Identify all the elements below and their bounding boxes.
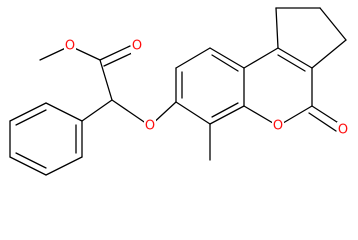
atom-label-ester-carbonyl-o: O: [132, 39, 142, 54]
bond-c2-carbonyl-o: [311, 105, 341, 125]
bond-carbonyl-c-alpha: [99, 59, 113, 101]
bond-bz-5: [209, 105, 245, 125]
molecule-drawing: O O O O O: [9, 7, 349, 176]
atom-ring-oxygen: O: [272, 118, 284, 134]
bond-bz-6: [175, 101, 211, 125]
bond-cp-4: [311, 39, 347, 69]
bond-c4-c4a: [243, 47, 279, 69]
bond-alpha-ether-o: [111, 99, 151, 127]
bond-bz-2: [175, 47, 211, 69]
atom-lactone-carbonyl-oxygen: O: [337, 122, 349, 138]
atom-ester-carbonyl-oxygen: O: [131, 38, 143, 54]
bond-lactone-c-eq-o-2: [308, 112, 337, 132]
bond-ester-c-eq-o: [99, 45, 131, 61]
bond-layer: [9, 7, 347, 176]
bond-bz-double-c: [211, 102, 239, 118]
bond-c3-c4-double: [277, 54, 306, 72]
bond-alpha-phenyl: [81, 99, 113, 122]
bond-ph-1: [45, 102, 83, 122]
atom-label-ester-methoxy-o: O: [65, 39, 75, 54]
bond-cp-1: [275, 7, 279, 49]
atom-label-layer: O O O O O: [64, 38, 349, 138]
atom-label-lactone-carbonyl-o: O: [338, 123, 348, 138]
bond-ph-double-a: [15, 109, 47, 126]
atom-ester-methoxy-oxygen: O: [64, 38, 76, 54]
bond-ph-double-b: [15, 152, 47, 169]
double-bond-layer: [15, 45, 337, 169]
bond-cp-3: [319, 7, 347, 41]
bond-bz-double-b: [211, 54, 239, 72]
atom-label-ring-o: O: [273, 119, 283, 134]
bond-ph-5: [45, 156, 83, 176]
bond-ester-c-eq-o-2: [103, 52, 133, 67]
atom-label-ether-o: O: [145, 119, 155, 134]
bond-bz-3: [209, 47, 245, 69]
atom-ether-oxygen: O: [144, 118, 156, 134]
structure-canvas: O O O O O: [9, 7, 349, 176]
bond-c3-c4: [277, 47, 313, 69]
bond-ph-2: [9, 102, 47, 122]
bond-ph-4: [9, 156, 47, 176]
